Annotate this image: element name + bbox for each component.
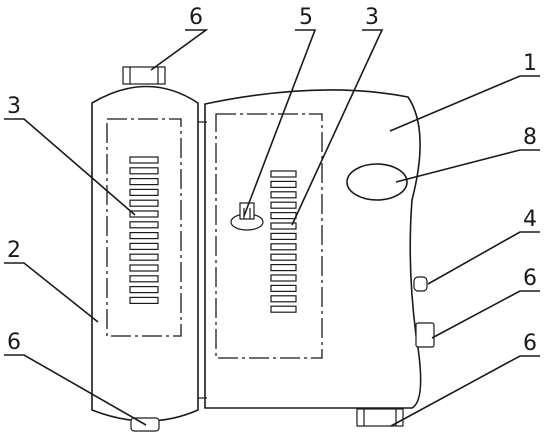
side-connector [413,276,428,292]
right-slot-5 [270,212,297,220]
right-slot-4 [270,201,297,209]
left-slot-11 [129,264,159,272]
label-main-body: 1 [523,51,537,76]
right-slot-column [270,170,297,313]
right-slot-3 [270,191,297,199]
leader-bottom-right-foot [390,355,540,427]
side-body-dashed-panel [106,118,182,337]
reference-numerals: 6 5 3 1 8 3 4 6 2 6 6 [7,5,537,356]
leader-slots-left [4,118,136,216]
right-slot-11 [270,274,297,282]
left-slot-6 [129,210,159,218]
right-slot-14 [270,305,297,313]
right-slot-13 [270,295,297,303]
leader-bottom-left-foot [4,354,147,426]
right-slot-9 [270,253,297,261]
left-slot-13 [129,286,159,294]
label-slots-right: 3 [365,5,379,30]
top-foot [122,66,166,85]
label-right-side-foot: 6 [523,266,537,291]
left-slot-9 [129,242,159,250]
left-slot-14 [129,296,159,304]
label-top-foot: 6 [189,5,203,30]
left-slot-10 [129,253,159,261]
left-slot-3 [129,178,159,186]
left-slot-2 [129,167,159,175]
label-side-body: 2 [7,238,21,263]
left-slot-1 [129,156,159,164]
right-side-foot [415,322,435,348]
right-slot-8 [270,243,297,251]
main-body-dashed-panel [215,113,323,359]
center-part [230,202,264,231]
left-slot-12 [129,275,159,283]
leader-lines [4,29,540,427]
leader-right-side-foot [431,290,540,339]
left-slot-5 [129,199,159,207]
left-slot-7 [129,221,159,229]
right-slot-7 [270,232,297,240]
label-slots-left: 3 [7,94,21,119]
right-slot-6 [270,222,297,230]
label-bottom-right-foot: 6 [523,331,537,356]
leader-main-body [389,75,540,132]
side-body [91,85,199,422]
oval-window [346,163,408,201]
leader-oval-window [395,149,540,183]
right-slot-2 [270,180,297,188]
left-slot-column [129,156,159,304]
leader-side-connector [427,231,540,285]
leader-center-part [243,29,317,217]
leader-top-foot [150,29,209,71]
label-center-part: 5 [299,5,313,30]
left-slot-8 [129,232,159,240]
right-slot-12 [270,284,297,292]
main-body [204,89,422,409]
left-slot-4 [129,188,159,196]
right-slot-1 [270,170,297,178]
label-bottom-left-foot: 6 [7,330,21,355]
leader-side-body [4,262,99,323]
leader-slots-right [291,29,384,226]
bottom-right-foot [356,408,404,427]
label-oval-window: 8 [523,125,537,150]
right-slot-10 [270,264,297,272]
label-side-connector: 4 [523,207,537,232]
